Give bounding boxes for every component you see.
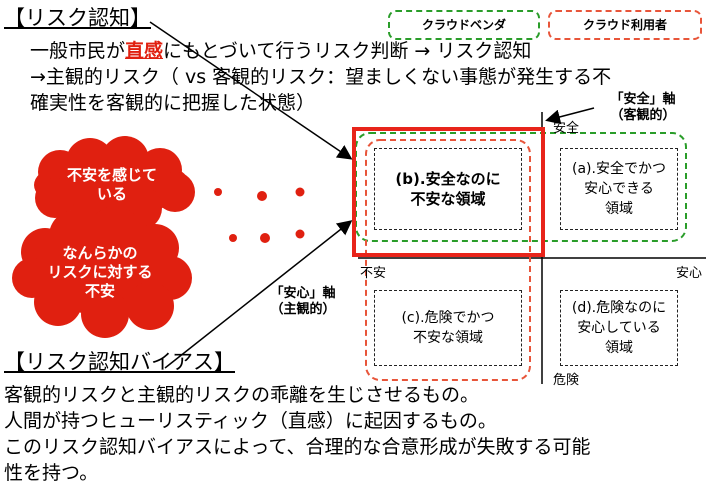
legend-cloud-vendor: クラウドベンダ: [388, 10, 540, 40]
anshin-axis-title: 「安心」軸 （主観的）: [258, 286, 348, 318]
vendor-region-frame: [355, 132, 687, 242]
safety-axis-title-line-2: （客観的）: [610, 108, 676, 123]
arrow-bias-to-b: [164, 220, 353, 369]
quadrant-a-safe-and-secure: (a).安全でかつ 安心できる 領域: [560, 148, 678, 230]
quadrant-d-line-1: (d).危険なのに: [571, 300, 667, 316]
bias-line-4: 性を持つ。: [4, 462, 99, 484]
risk-perception-title: 【リスク認知】: [4, 6, 151, 30]
safety-axis-title-line-1: 「安全」軸: [610, 92, 676, 107]
header-line-3: 確実性を客観的に把握した状態）: [30, 92, 316, 114]
axis-label-safe: 安全: [553, 121, 580, 136]
quadrant-c-dangerous-and-anxious: (c).危険でかつ 不安な領域: [374, 290, 522, 366]
bias-line-1: 客観的リスクと主観的リスクの乖離を生じさせるもの。: [4, 384, 480, 406]
quadrant-a-line-3: 領域: [604, 201, 633, 217]
user-region-frame: [365, 139, 531, 381]
header-line-1-post: にもとづいて行うリスク判断 → リスク認知: [163, 40, 532, 62]
header-line-1: 一般市民が直感にもとづいて行うリスク判断 → リスク認知: [30, 40, 531, 62]
legend-cloud-user: クラウド利用者: [548, 10, 702, 40]
header-line-1-pre: 一般市民が: [30, 40, 126, 62]
quadrant-a-line-1: (a).安全でかつ: [572, 161, 666, 177]
quadrant-a-line-2: 安心できる: [584, 181, 654, 197]
cloud-bottom-line-2: リスクに対する: [47, 263, 153, 281]
arrow-title-to-b: [149, 21, 353, 160]
arrow-safety-axis: [545, 107, 595, 125]
cloud-top-text: 不安を感じて いる: [52, 166, 172, 204]
axis-label-danger: 危険: [553, 373, 580, 388]
cloud-bottom-line-3: 不安: [84, 282, 115, 300]
quadrant-b-line-2: 不安な領域: [410, 190, 486, 208]
risk-perception-bias-title: 【リスク認知バイアス】: [4, 350, 235, 374]
quadrant-d-line-2: 安心している: [577, 320, 661, 336]
cloud-top-line-2: いる: [96, 185, 127, 203]
dots: [214, 187, 305, 243]
cloud-bottom-line-1: なんらかの: [62, 244, 138, 262]
intuition-emphasis: 直感: [125, 40, 164, 62]
axis-label-secure: 安心: [676, 266, 703, 281]
safety-axis-title: 「安全」軸 （客観的）: [598, 92, 688, 124]
anshin-axis-title-line-1: 「安心」軸: [270, 286, 336, 301]
bias-line-3: このリスク認知バイアスによって、合理的な合意形成が失敗する可能: [4, 436, 591, 458]
quadrant-b-safe-but-anxious: (b).安全なのに 不安な領域: [374, 148, 522, 230]
bias-line-2: 人間が持つヒューリスティック（直感）に起因するもの。: [4, 410, 497, 432]
quadrant-c-line-1: (c).危険でかつ: [401, 310, 495, 326]
highlight-frame-b: [352, 127, 545, 257]
anshin-axis-title-line-2: （主観的）: [270, 302, 336, 317]
axis-label-anxious: 不安: [360, 266, 387, 281]
quadrant-d-line-3: 領域: [604, 340, 633, 356]
quadrant-b-line-1: (b).安全なのに: [395, 170, 501, 188]
anxiety-cloud-bottom: [12, 206, 192, 338]
quadrant-d-dangerous-but-secure: (d).危険なのに 安心している 領域: [560, 290, 678, 366]
header-line-2: →主観的リスク（ vs 客観的リスク：望ましくない事態が発生する不: [30, 66, 612, 88]
cloud-top-line-1: 不安を感じて: [66, 166, 157, 184]
cloud-bottom-text: なんらかの リスクに対する 不安: [35, 244, 165, 301]
quadrant-c-line-2: 不安な領域: [412, 330, 483, 346]
